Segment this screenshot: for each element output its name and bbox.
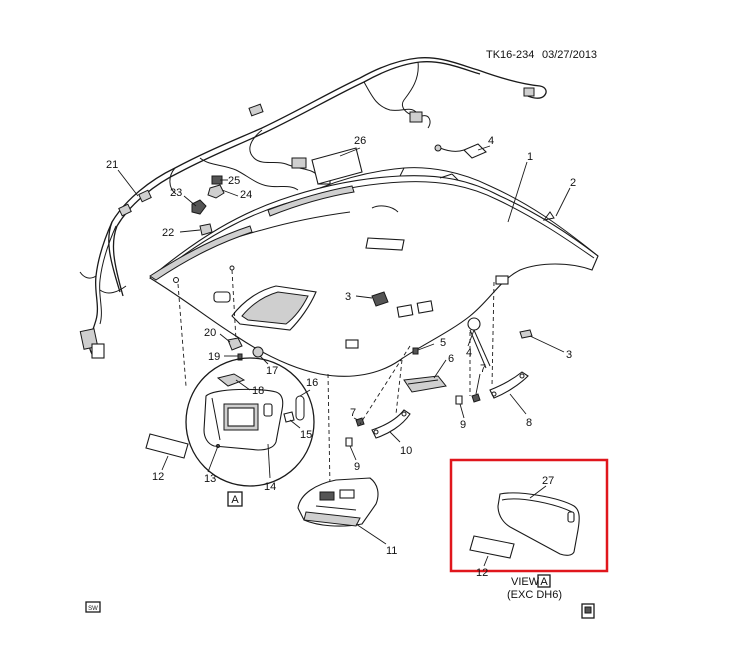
fastener-5 (412, 347, 419, 355)
drawing-id: TK16-234 (486, 49, 534, 61)
detail-marker-box (227, 491, 243, 507)
clip-20 (227, 337, 243, 351)
clip-15 (283, 411, 295, 423)
callout-27: 27 (542, 475, 554, 487)
callout-10: 10 (400, 445, 412, 457)
callout-26: 26 (354, 135, 366, 147)
callout-20: 20 (204, 327, 216, 339)
view-letter: A (540, 576, 548, 588)
callout-6: 6 (448, 353, 454, 365)
callout-15: 15 (300, 429, 312, 441)
callout-7a: 7 (350, 407, 356, 419)
sw-badge-text: SW (88, 606, 98, 612)
fastener-7b (471, 393, 481, 403)
drawing-date: 03/27/2013 (542, 49, 597, 61)
callout-5: 5 (440, 337, 446, 349)
view-title: VIEW (511, 576, 540, 588)
callout-4b: 4 (466, 347, 472, 359)
callout-1: 1 (527, 151, 533, 163)
lamp-4a (434, 143, 487, 181)
gm-badge (581, 603, 595, 619)
callout-25: 25 (228, 175, 240, 187)
trim-strip (149, 225, 253, 281)
trim-strip-2 (267, 185, 355, 217)
detail-marker-letter: A (231, 494, 239, 506)
callout-24: 24 (240, 189, 252, 201)
detail-circle (185, 357, 315, 487)
harness-clips (191, 175, 225, 236)
sw-badge-box (85, 601, 101, 613)
pad-3b (519, 329, 533, 339)
projection-lines (177, 269, 495, 489)
callout-22: 22 (162, 227, 174, 239)
callout-3a: 3 (345, 291, 351, 303)
callout-18: 18 (252, 385, 264, 397)
grab-handle-10 (371, 409, 411, 439)
callout-14: 14 (264, 481, 276, 493)
callout-16: 16 (306, 377, 318, 389)
callout-17: 17 (266, 365, 278, 377)
leader-lines (117, 145, 571, 567)
callout-4a: 4 (488, 135, 494, 147)
callout-2: 2 (570, 177, 576, 189)
callout-3b: 3 (566, 349, 572, 361)
callout-13: 13 (204, 473, 216, 485)
seal-16 (295, 395, 305, 421)
grommet-17 (252, 346, 264, 358)
mount-4b (467, 317, 491, 369)
callout-9a: 9 (354, 461, 360, 473)
callout-12b: 12 (476, 567, 488, 579)
visor-view-a (469, 492, 580, 559)
callout-12: 12 (152, 471, 164, 483)
fastener-9a (345, 437, 353, 447)
view-note: (EXC DH6) (507, 589, 562, 601)
callout-19: 19 (208, 351, 220, 363)
fastener-9b (455, 395, 463, 405)
callout-numbers: 1 2 3 3 4 4 5 6 7 7 8 9 9 10 11 12 13 14… (106, 135, 576, 579)
view-letter-box (537, 574, 551, 588)
pad-3a (371, 291, 389, 307)
callout-11: 11 (386, 545, 397, 557)
label-26-shape (311, 147, 363, 185)
label-12-shape (145, 433, 189, 459)
callout-8: 8 (526, 417, 532, 429)
overhead-console-11 (297, 477, 379, 527)
highlight-box (449, 458, 609, 573)
callout-23: 23 (170, 187, 182, 199)
callout-21: 21 (106, 159, 118, 171)
headliner-panel (149, 167, 599, 377)
callout-7b: 7 (480, 363, 486, 375)
grab-handle-8 (489, 371, 529, 399)
callout-9b: 9 (460, 419, 466, 431)
